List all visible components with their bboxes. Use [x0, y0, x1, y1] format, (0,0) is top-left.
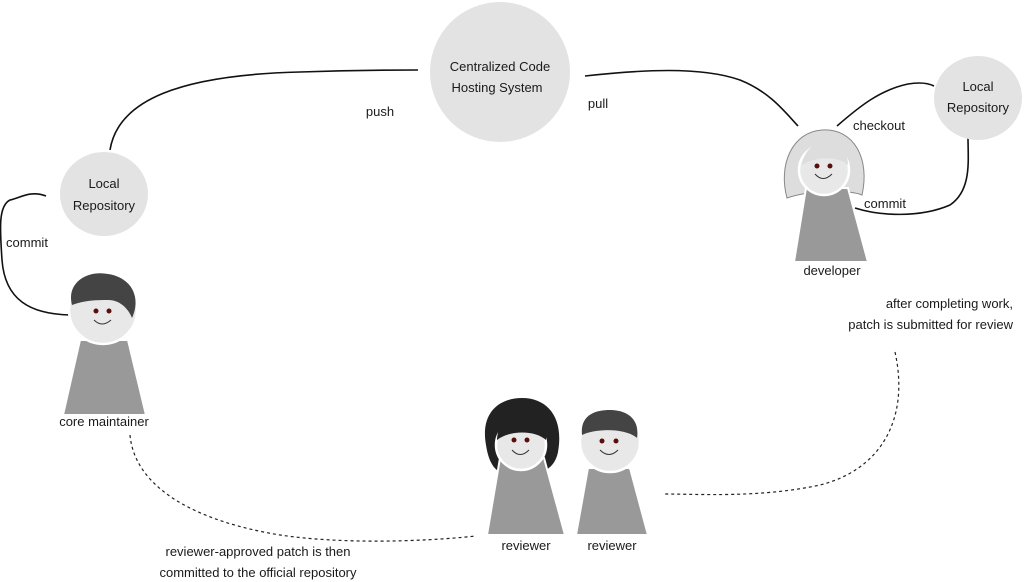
reviewer-2-hair [581, 410, 638, 438]
core-maintainer-figure: core maintainer [59, 273, 149, 429]
commit-left-connector [0, 193, 71, 316]
local-repository-left-label-1: Local [88, 176, 119, 191]
push-connector [109, 69, 419, 151]
core-maintainer-label: core maintainer [59, 414, 149, 429]
submit-note-line-1: after completing work, [886, 296, 1013, 311]
checkout-connector [836, 82, 935, 127]
push-label: push [366, 104, 394, 119]
developer-figure: developer [783, 129, 870, 278]
reviewer-2-figure: reviewer [574, 410, 650, 553]
local-repository-right-label-2: Repository [947, 100, 1010, 115]
local-repository-left-label-2: Repository [73, 198, 136, 213]
reviewer-1-label: reviewer [501, 538, 551, 553]
approved-note-line-2: committed to the official repository [159, 565, 357, 580]
commit-right-label: commit [864, 196, 906, 211]
reviewer-1-figure: reviewer [484, 398, 567, 553]
pull-label: pull [588, 96, 608, 111]
central-repository-label-1: Centralized Code [450, 59, 550, 74]
reviewer-2-label: reviewer [587, 538, 637, 553]
core-maintainer-hair [70, 273, 136, 318]
pull-connector [584, 69, 799, 127]
local-repository-right-node[interactable]: Local Repository [934, 56, 1022, 140]
central-repository-node[interactable]: Centralized Code Hosting System [430, 2, 570, 142]
developer-label: developer [803, 263, 861, 278]
submit-review-connector [662, 351, 900, 496]
local-repository-left-node[interactable]: Local Repository [60, 152, 148, 236]
central-repository-label-2: Hosting System [451, 80, 542, 95]
checkout-label: checkout [853, 118, 905, 133]
submit-note-line-2: patch is submitted for review [848, 317, 1013, 332]
approved-note-line-1: reviewer-approved patch is then [166, 544, 351, 559]
approved-commit-connector [129, 434, 477, 542]
local-repository-right-label-1: Local [962, 79, 993, 94]
commit-left-label: commit [6, 235, 48, 250]
commit-right-connector [854, 137, 970, 216]
